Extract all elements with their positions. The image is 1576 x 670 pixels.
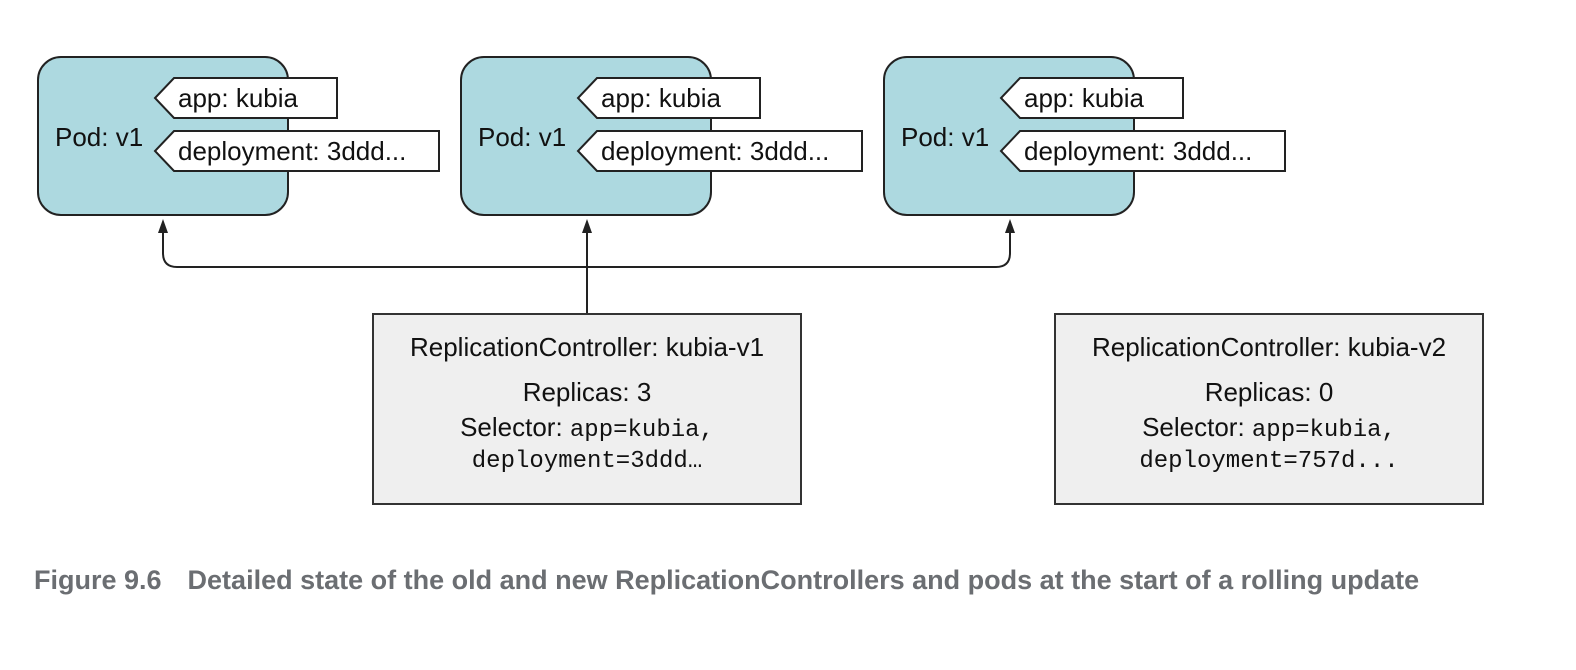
- pod-3-app-tag: app: kubia: [999, 77, 1184, 119]
- arrowhead: [1005, 219, 1015, 233]
- replication-controller-v2: ReplicationController: kubia-v2 Replicas…: [1054, 313, 1484, 505]
- pod-3-deployment-tag: deployment: 3ddd...: [999, 130, 1286, 172]
- pod-1-app-tag: app: kubia: [153, 77, 338, 119]
- pod-2-deployment-tag: deployment: 3ddd...: [576, 130, 863, 172]
- pod-2-app-tag: app: kubia: [576, 77, 761, 119]
- tag-text: deployment: 3ddd...: [1024, 135, 1253, 166]
- figure-caption: Figure 9.6 Detailed state of the old and …: [34, 560, 1534, 601]
- controller-title: ReplicationController: kubia-v1: [409, 332, 765, 362]
- selector-value-2: deployment=757d...: [1139, 448, 1399, 475]
- pod-label: Pod: v1: [55, 122, 144, 152]
- controller-selector: Selector: app=kubia,: [1056, 412, 1482, 444]
- controller-selector: Selector: app=kubia,: [374, 412, 800, 444]
- tag-text: app: kubia: [1024, 82, 1144, 113]
- tag-text: app: kubia: [601, 82, 721, 113]
- selector-value-2: deployment=3ddd…: [471, 448, 703, 475]
- selector-label: Selector:: [460, 412, 563, 442]
- caption-text: Detailed state of the old and new Replic…: [187, 565, 1420, 595]
- tag-text: deployment: 3ddd...: [178, 135, 407, 166]
- arrowhead: [582, 219, 592, 233]
- pod-1-deployment-tag: deployment: 3ddd...: [153, 130, 440, 172]
- tag-text: deployment: 3ddd...: [601, 135, 830, 166]
- replication-controller-v1: ReplicationController: kubia-v1 Replicas…: [372, 313, 802, 505]
- controller-replicas: Replicas: 3: [522, 377, 652, 407]
- figure-number: Figure 9.6: [34, 565, 162, 595]
- selector-value: app=kubia,: [1251, 417, 1396, 444]
- pod-label: Pod: v1: [901, 122, 990, 152]
- controller-title: ReplicationController: kubia-v2: [1091, 332, 1447, 362]
- tag-text: app: kubia: [178, 82, 298, 113]
- selector-value: app=kubia,: [569, 417, 714, 444]
- connector-line: [162, 230, 1011, 268]
- pod-label: Pod: v1: [478, 122, 567, 152]
- arrowhead: [158, 219, 168, 233]
- selector-label: Selector:: [1142, 412, 1245, 442]
- controller-replicas: Replicas: 0: [1204, 377, 1334, 407]
